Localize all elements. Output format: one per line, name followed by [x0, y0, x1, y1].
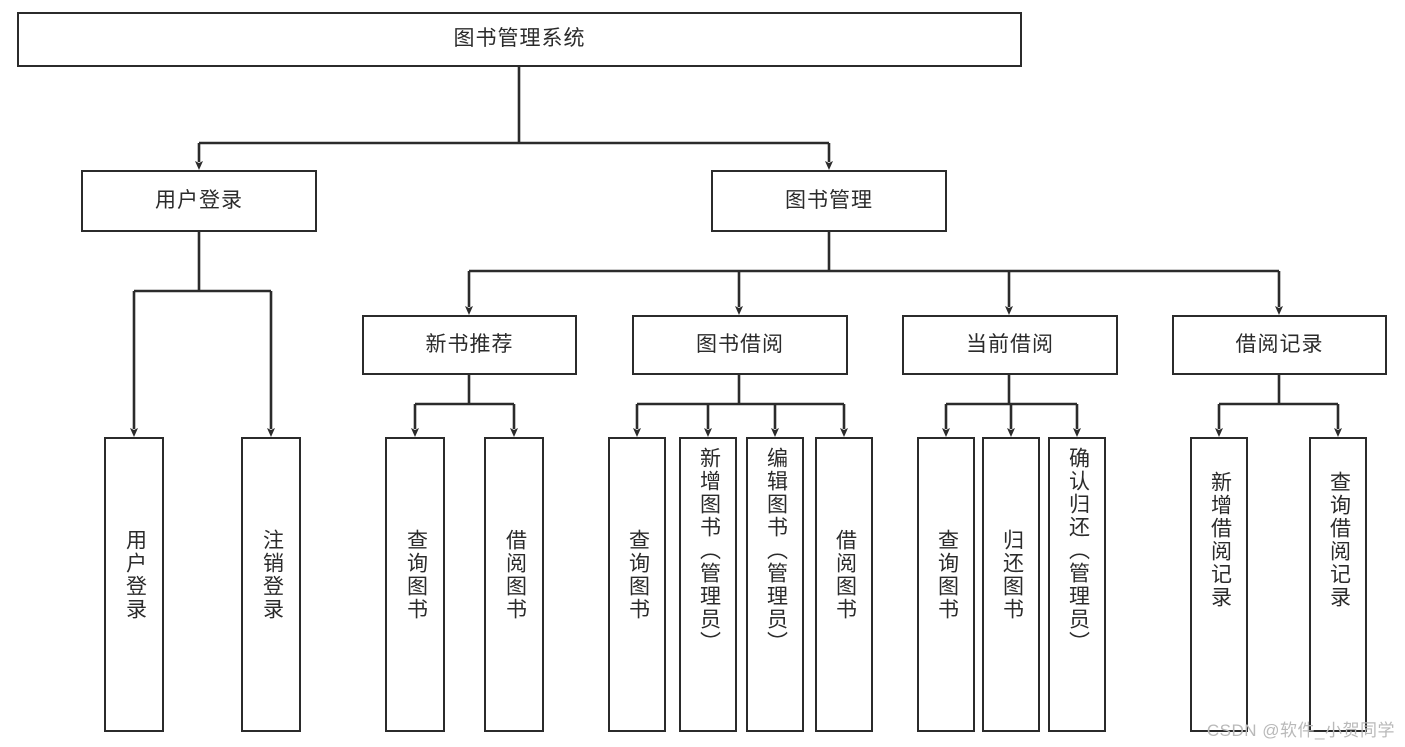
node-leaf-query-book-1[interactable]: 查询图书	[385, 437, 445, 732]
node-leaf-edit-book[interactable]: 编辑图书（管理员）	[746, 437, 804, 732]
node-leaf-query-book-3[interactable]: 查询图书	[917, 437, 975, 732]
node-leaf-add-book[interactable]: 新增图书（管理员）	[679, 437, 737, 732]
node-user-login-label: 用户登录	[155, 188, 243, 212]
node-leaf-query-book-1-label: 查询图书	[404, 529, 428, 621]
node-book-borrow[interactable]: 图书借阅	[632, 315, 848, 375]
node-leaf-borrow-book-1-label: 借阅图书	[503, 529, 527, 621]
node-leaf-return-book-label: 归还图书	[1000, 529, 1024, 621]
node-user-login[interactable]: 用户登录	[81, 170, 317, 232]
node-leaf-query-book-3-label: 查询图书	[935, 529, 959, 621]
node-leaf-confirm-return-label: 确认归还（管理员）	[1066, 447, 1090, 654]
node-current-borrow[interactable]: 当前借阅	[902, 315, 1118, 375]
node-borrow-record-label: 借阅记录	[1235, 332, 1324, 356]
node-current-borrow-label: 当前借阅	[966, 332, 1054, 356]
node-leaf-add-record[interactable]: 新增借阅记录	[1190, 437, 1248, 732]
node-leaf-confirm-return[interactable]: 确认归还（管理员）	[1048, 437, 1106, 732]
node-leaf-query-record-label: 查询借阅记录	[1327, 471, 1351, 609]
node-leaf-borrow-book-2-label: 借阅图书	[833, 529, 857, 621]
node-leaf-query-book-2[interactable]: 查询图书	[608, 437, 666, 732]
node-leaf-edit-book-label: 编辑图书（管理员）	[764, 447, 788, 654]
node-root[interactable]: 图书管理系统	[17, 12, 1022, 67]
node-leaf-user-login[interactable]: 用户登录	[104, 437, 164, 732]
node-leaf-borrow-book-2[interactable]: 借阅图书	[815, 437, 873, 732]
node-root-label: 图书管理系统	[453, 27, 586, 51]
watermark: CSDN @软件_小贺同学	[1206, 721, 1395, 740]
node-leaf-add-book-label: 新增图书（管理员）	[697, 447, 721, 654]
node-book-borrow-label: 图书借阅	[696, 332, 784, 356]
node-leaf-return-book[interactable]: 归还图书	[982, 437, 1040, 732]
node-book-manage-label: 图书管理	[785, 188, 873, 212]
node-leaf-query-book-2-label: 查询图书	[626, 529, 650, 621]
node-leaf-query-record[interactable]: 查询借阅记录	[1309, 437, 1367, 732]
node-book-manage[interactable]: 图书管理	[711, 170, 947, 232]
node-borrow-record[interactable]: 借阅记录	[1172, 315, 1387, 375]
node-leaf-user-login-label: 用户登录	[123, 529, 147, 621]
node-new-book-rec[interactable]: 新书推荐	[362, 315, 577, 375]
node-leaf-user-logout-label: 注销登录	[260, 529, 284, 621]
node-new-book-rec-label: 新书推荐	[425, 332, 514, 356]
node-leaf-user-logout[interactable]: 注销登录	[241, 437, 301, 732]
node-leaf-add-record-label: 新增借阅记录	[1208, 471, 1232, 609]
node-leaf-borrow-book-1[interactable]: 借阅图书	[484, 437, 544, 732]
